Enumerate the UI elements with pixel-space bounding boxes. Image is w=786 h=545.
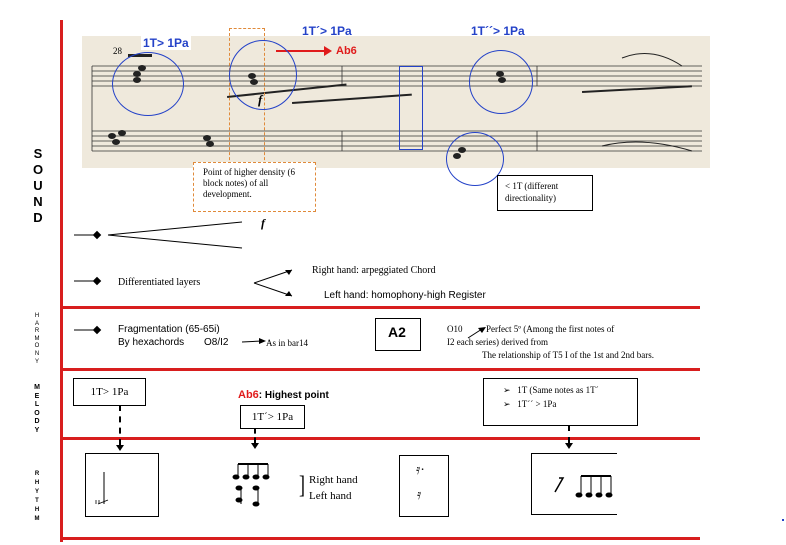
fragmentation-label: Fragmentation (65-65i) — [118, 324, 220, 335]
as-in-bar-label: As in bar14 — [266, 338, 308, 348]
melody-highest-point: : Highest point — [258, 390, 329, 401]
arrow-down-icon — [251, 443, 259, 449]
rhythm-two-hands-icon — [232, 463, 270, 507]
bar-number: 28 — [113, 46, 122, 56]
hexachords-label: By hexachords — [118, 337, 185, 348]
o8i2-label: O8/I2 — [204, 337, 229, 348]
bullet-arrow-icon: ➢ — [503, 399, 518, 409]
rhythm-box-1 — [85, 453, 159, 517]
arrow-up-right-icon — [467, 327, 486, 339]
directionality-note-box — [497, 175, 593, 211]
split-arrows-icon — [253, 269, 293, 297]
section-divider-vertical — [60, 20, 63, 542]
melody-ab6-line: Ab6: Highest point — [238, 385, 329, 403]
divider-bottom — [60, 537, 700, 540]
melody-dashed-arrow-1 — [119, 405, 121, 445]
melody-ab6: Ab6 — [238, 389, 259, 401]
rhythm-left-hand: Left hand — [309, 490, 352, 502]
a2-box — [375, 318, 421, 351]
melody-dashed-arrow-2 — [254, 428, 256, 443]
perfect-line-3: The relationship of T5 I of the 1st and … — [482, 350, 655, 360]
melody-bullet-1-text: 1T (Same notes as 1T´ — [517, 385, 599, 395]
circle-highlight-4 — [446, 132, 504, 186]
perfect-line-2: I2 each series) derived from — [447, 337, 548, 347]
a2-label: A2 — [388, 324, 406, 340]
score-dynamic-mark: f — [258, 92, 263, 107]
arrow-down-icon — [116, 445, 124, 451]
o10-label: O10 — [447, 324, 463, 334]
divider-sound-harmony — [60, 306, 700, 309]
perfect-line-1: Perfect 5º (Among the first notes of — [486, 324, 615, 334]
score-label-1: 1T> 1Pa — [141, 36, 191, 50]
melody-bullet-box — [483, 378, 638, 426]
melody-bullet-2: ➢ 1T´´ > 1Pa — [503, 399, 556, 410]
rhythm-rest-triplet-icon — [554, 475, 613, 498]
arrow-down-icon — [565, 443, 573, 449]
rhythm-box-4 — [531, 453, 617, 515]
divider-harmony-melody — [60, 368, 700, 371]
melody-box-2: 1T´> 1Pa — [240, 405, 305, 429]
bullet-arrow-icon: ➢ — [503, 385, 518, 395]
rhythm-notes-icon — [95, 472, 109, 505]
corner-dot — [782, 519, 784, 521]
density-note-box — [193, 162, 316, 212]
score-ab6-label: Ab6 — [336, 45, 357, 57]
score-label-2: 1T´> 1Pa — [302, 24, 352, 38]
melody-box-1-label: 1T> 1Pa — [90, 386, 129, 398]
arrow-right-icon — [241, 338, 266, 344]
bullet-diamond-icon — [74, 276, 102, 286]
left-hand-note: Left hand: homophony-high Register — [324, 290, 486, 301]
rest-icon-1: 𝄿· — [416, 463, 425, 478]
melody-dashed-arrow-3 — [568, 425, 570, 443]
circle-highlight-1 — [112, 52, 184, 116]
score-excerpt — [82, 36, 710, 168]
density-note: Point of higher density (6 block notes) … — [203, 167, 295, 199]
rest-highlight-box — [399, 66, 423, 150]
rest-icon-2: 𝄿 — [417, 488, 422, 503]
melody-bullet-1: ➢ 1T (Same notes as 1T´ — [503, 385, 599, 396]
sound-dynamic: f — [261, 216, 265, 230]
melody-box-1: 1T> 1Pa — [73, 378, 146, 406]
rhythm-right-hand: Right hand — [309, 474, 358, 486]
rhythm-bracket: ] — [299, 470, 305, 499]
right-hand-note: Right hand: arpeggiated Chord — [312, 265, 436, 276]
ab6-arrowhead-icon — [324, 46, 332, 56]
divider-melody-rhythm — [60, 437, 700, 440]
crescendo-hairpin-icon — [74, 221, 243, 249]
bullet-diamond-icon — [74, 325, 102, 335]
circle-highlight-2 — [229, 40, 297, 110]
rhythm-box-3 — [399, 455, 449, 517]
melody-box-2-label: 1T´> 1Pa — [251, 411, 294, 423]
differentiated-layers-label: Differentiated layers — [118, 277, 201, 288]
directionality-note: < 1T (different directionality) — [505, 181, 559, 203]
circle-highlight-3 — [469, 50, 533, 114]
melody-bullet-2-text: 1T´´ > 1Pa — [517, 399, 557, 409]
score-label-3: 1T´´> 1Pa — [471, 24, 525, 38]
ab6-arrow — [276, 50, 326, 52]
